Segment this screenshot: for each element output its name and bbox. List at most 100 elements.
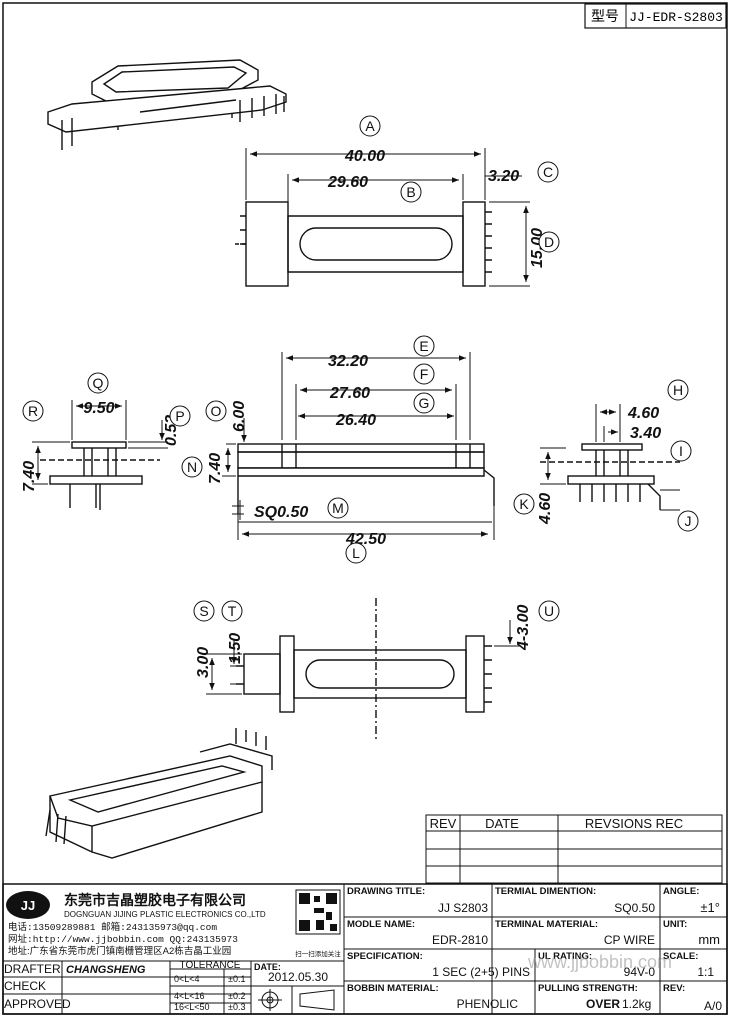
company-contact: 电话:13509289881 邮箱:243135973@qq.com: [8, 921, 217, 933]
svg-text:PULLING STRENGTH:: PULLING STRENGTH:: [538, 983, 638, 994]
company-name-cn: 东莞市吉晶塑胶电子有限公司: [64, 892, 246, 908]
callout-u: U: [544, 603, 554, 619]
callout-c: C: [543, 164, 553, 180]
tol-val-1: ±0.2: [228, 991, 245, 1001]
unit: mm: [698, 932, 720, 947]
callout-s: S: [199, 603, 208, 619]
plan-view: [232, 201, 492, 287]
side-view: [237, 443, 495, 514]
svg-text:TERMIAL DIMENTION:: TERMIAL DIMENTION:: [495, 886, 596, 897]
svg-text:BOBBIN MATERIAL:: BOBBIN MATERIAL:: [347, 983, 439, 994]
rev-col-date: DATE: [485, 816, 519, 831]
bobbin-material: PHENOLIC: [457, 997, 519, 1011]
callout-m: M: [332, 500, 344, 516]
side-dims: [222, 352, 495, 540]
bottom-dims: [206, 620, 520, 695]
tol-range-1: 4<L<16: [174, 991, 205, 1001]
svg-text:DRAWING TITLE:: DRAWING TITLE:: [347, 886, 425, 897]
drawing-title: JJ S2803: [438, 901, 488, 915]
plan-dims: [245, 148, 530, 287]
revision-table: [425, 814, 723, 884]
company-block: JJ 东莞市吉晶塑胶电子有限公司 DOGNGUAN JIJING PLASTIC…: [6, 889, 341, 958]
svg-text:DATE:: DATE:: [254, 962, 281, 972]
rev-col-rec: REVSIONS REC: [585, 816, 683, 831]
callout-q: Q: [93, 375, 104, 391]
dim-3-4: 3.40: [630, 425, 661, 442]
model-header: 型号 JJ-EDR-S2803: [584, 3, 727, 29]
svg-text:ANGLE:: ANGLE:: [663, 886, 699, 897]
svg-text:MODLE NAME:: MODLE NAME:: [347, 919, 415, 930]
callout-l: L: [352, 545, 360, 561]
header-model: JJ-EDR-S2803: [629, 10, 723, 25]
right-end-dims: [540, 404, 680, 511]
bottom-view: [236, 598, 492, 742]
qr-caption: 扫一扫添加关注: [295, 949, 341, 958]
dim-6: 6.00: [231, 401, 248, 432]
rev-col-rev: REV: [430, 816, 457, 831]
callout-d: D: [544, 234, 554, 250]
specification: 1 SEC (2+5) PINS: [432, 965, 530, 979]
company-address: 地址:广东省东莞市虎门镇南栅管理区A2栋吉晶工业园: [8, 945, 231, 957]
company-logo: JJ: [21, 898, 35, 913]
callout-p: P: [175, 408, 184, 424]
dim-3-2: 3.20: [488, 168, 519, 185]
tol-val-2: ±0.3: [228, 1002, 245, 1012]
callout-t: T: [228, 603, 237, 619]
callout-b: B: [406, 184, 415, 200]
left-end-view: [40, 441, 160, 510]
terminal-dim: SQ0.50: [614, 901, 655, 915]
dim-7-4-left: 7.40: [21, 461, 38, 492]
callout-f: F: [420, 366, 429, 382]
rev-value: A/0: [704, 999, 722, 1013]
callout-g: G: [419, 395, 430, 411]
tolerance-table: 0<L<4 ±0.1 4<L<16 ±0.2 16<L<50 ±0.3: [174, 974, 245, 1012]
dim-1-5: 1.50: [227, 633, 244, 664]
dim-29-6: 29.60: [327, 174, 368, 191]
date-value: 2012.05.30: [268, 970, 328, 984]
pulling-value: 1.2kg: [622, 997, 651, 1011]
svg-text:DRAFTER: DRAFTER: [4, 962, 61, 976]
company-name-en: DOGNGUAN JIJING PLASTIC ELECTRONICS CO.,…: [64, 910, 266, 919]
svg-text:TERMINAL MATERIAL:: TERMINAL MATERIAL:: [495, 919, 598, 930]
terminal-material: CP WIRE: [604, 933, 655, 947]
title-block-grid: [2, 883, 728, 1015]
callouts: A B C D E F G H I J K L M N O P Q R S T …: [22, 115, 699, 622]
model-name: EDR-2810: [432, 933, 488, 947]
scale: 1:1: [697, 965, 714, 979]
svg-text:SCALE:: SCALE:: [663, 951, 698, 962]
left-end-dims: [32, 400, 168, 485]
pulling-over: OVER: [586, 997, 620, 1011]
dim-4-6-right: 4.60: [627, 405, 659, 422]
dim-32-2: 32.20: [328, 353, 368, 370]
callout-e: E: [419, 338, 428, 354]
svg-text:REV:: REV:: [663, 983, 685, 994]
svg-text:UNIT:: UNIT:: [663, 919, 687, 930]
callout-n: N: [187, 459, 197, 475]
dim-sq: SQ0.50: [254, 504, 308, 521]
svg-text:SPECIFICATION:: SPECIFICATION:: [347, 951, 423, 962]
dim-9-5: 9.50: [83, 400, 114, 417]
title-block-labels: DRAWING TITLE: TERMIAL DIMENTION: ANGLE:…: [4, 886, 699, 1011]
tol-range-2: 16<L<50: [174, 1002, 210, 1012]
drafter-name: CHANGSHENG: [66, 964, 146, 976]
dim-3-0: 3.00: [195, 647, 212, 678]
tol-val-0: ±0.1: [228, 974, 245, 984]
header-label: 型号: [591, 8, 619, 24]
svg-text:TOLERANCE: TOLERANCE: [180, 960, 241, 971]
svg-text:CHECK: CHECK: [4, 979, 46, 993]
dim-4-6-lower: 4.60: [537, 493, 554, 525]
callout-k: K: [519, 496, 529, 512]
svg-text:APPROVED: APPROVED: [4, 997, 71, 1011]
ul-rating: 94V-0: [624, 965, 656, 979]
angle: ±1°: [700, 900, 720, 915]
callout-i: I: [679, 443, 683, 459]
right-end-view: [540, 443, 680, 510]
callout-o: O: [211, 403, 222, 419]
company-website: 网址:http://www.jjbobbin.com QQ:243135973: [8, 933, 238, 945]
iso-view-top: [47, 59, 287, 150]
callout-r: R: [28, 403, 38, 419]
dim-27-6: 27.60: [329, 385, 370, 402]
watermark: www.jjbobbin.com: [527, 952, 672, 972]
